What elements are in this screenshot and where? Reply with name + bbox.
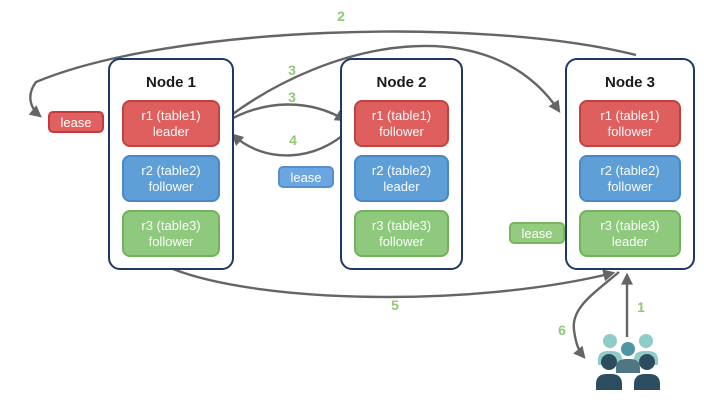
flow-step-label-3b: 3 bbox=[288, 89, 296, 105]
arrow-step-5 bbox=[172, 267, 616, 299]
replica-box-r1: r1 (table1) follower bbox=[354, 100, 449, 147]
lease-badge-table2: lease bbox=[278, 166, 334, 188]
replica-name: r1 (table1) bbox=[600, 107, 660, 123]
replica-role: follower bbox=[607, 123, 653, 139]
replica-role: leader bbox=[611, 233, 649, 249]
replica-name: r2 (table2) bbox=[141, 162, 201, 178]
replica-box-r3: r3 (table3) leader bbox=[579, 210, 681, 257]
flow-step-label-5: 5 bbox=[391, 297, 399, 313]
replica-role: follower bbox=[148, 233, 194, 249]
replica-box-r2: r2 (table2) leader bbox=[354, 155, 449, 202]
replica-role: follower bbox=[379, 123, 424, 139]
replica-name: r3 (table3) bbox=[371, 217, 432, 233]
flow-step-label-6: 6 bbox=[558, 322, 566, 338]
node-title: Node 1 bbox=[145, 74, 196, 91]
flow-step-label-4: 4 bbox=[289, 132, 297, 148]
replica-box-r1: r1 (table1) follower bbox=[579, 100, 681, 147]
flow-step-label-1: 1 bbox=[637, 299, 645, 315]
replica-box-r3: r3 (table3) follower bbox=[122, 210, 220, 257]
replica-name: r1 (table1) bbox=[371, 107, 432, 123]
replica-name: r3 (table3) bbox=[141, 217, 201, 233]
replica-role: follower bbox=[379, 233, 424, 249]
replica-name: r2 (table2) bbox=[371, 162, 432, 178]
node-title: Node 3 bbox=[604, 74, 655, 91]
flow-step-label-2: 2 bbox=[337, 8, 345, 24]
lease-badge-table3: lease bbox=[509, 222, 565, 244]
replica-role: leader bbox=[383, 178, 420, 194]
node-title: Node 2 bbox=[376, 74, 427, 91]
flow-step-label-3a: 3 bbox=[288, 62, 296, 78]
node-box-3: Node 3 r1 (table1) follower r2 (table2) … bbox=[565, 58, 695, 270]
arrow-step-3-to-node2 bbox=[225, 103, 348, 124]
replica-box-r2: r2 (table2) follower bbox=[579, 155, 681, 202]
replica-box-r3: r3 (table3) follower bbox=[354, 210, 449, 257]
lease-badge-table1: lease bbox=[48, 111, 104, 133]
node-box-1: Node 1 r1 (table1) leader r2 (table2) fo… bbox=[108, 58, 234, 270]
node-box-2: Node 2 r1 (table1) follower r2 (table2) … bbox=[340, 58, 463, 270]
replica-box-r1: r1 (table1) leader bbox=[122, 100, 220, 147]
replica-role: leader bbox=[152, 123, 190, 139]
replica-box-r2: r2 (table2) follower bbox=[122, 155, 220, 202]
replica-role: follower bbox=[607, 178, 653, 194]
users-icon bbox=[596, 334, 660, 390]
replica-name: r2 (table2) bbox=[600, 162, 660, 178]
replica-name: r3 (table3) bbox=[600, 217, 660, 233]
replica-name: r1 (table1) bbox=[141, 107, 201, 123]
replica-role: follower bbox=[148, 178, 194, 194]
